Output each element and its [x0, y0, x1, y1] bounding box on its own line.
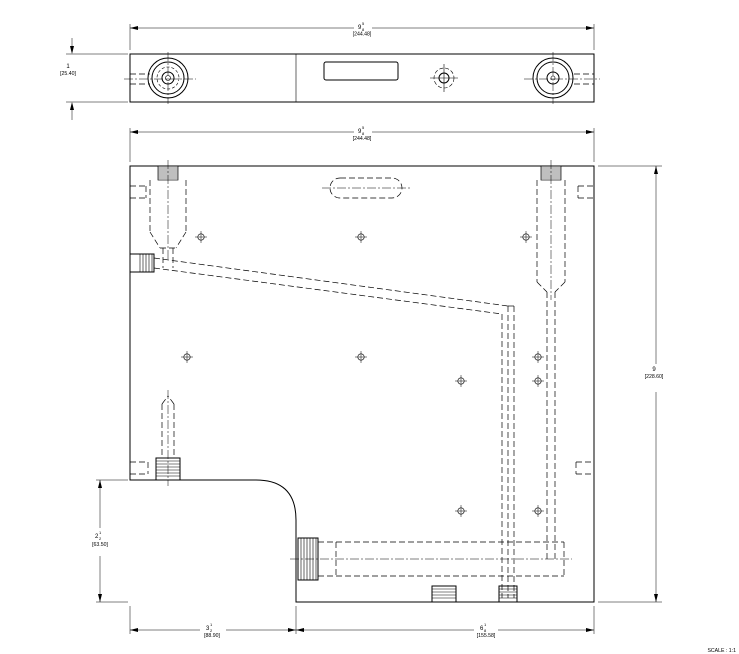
dim-front-width-metric: [244.48] — [353, 136, 372, 142]
dim-step-height-num: 1 — [99, 530, 102, 535]
top-right-counterbore — [532, 52, 574, 104]
hole-center-marks — [180, 230, 545, 518]
dimension-front-height: 9 [228.60] — [598, 165, 664, 603]
port-bottom-center — [431, 585, 457, 603]
dim-front-height-metric: [228.60] — [645, 374, 664, 380]
dim-top-height-metric: [25.40] — [60, 71, 76, 77]
top-view-outline — [129, 53, 595, 103]
top-view-slot — [323, 61, 399, 81]
front-view-outline — [129, 165, 595, 603]
dim-step-height-metric: [63.50] — [92, 542, 108, 548]
port-side-left-upper — [130, 185, 147, 199]
dim-front-height-value: 9 — [652, 367, 656, 373]
port-top-right — [536, 160, 566, 560]
dim-step-width-num: 1 — [210, 622, 213, 627]
port-left-side — [129, 253, 155, 273]
dim-step-width-whole: 3 — [206, 626, 210, 632]
scale-note: SCALE : 1:1 — [707, 648, 736, 654]
dim-remaining-width-metric: [155.58] — [477, 633, 496, 639]
port-step — [155, 390, 181, 486]
port-bottom-right — [498, 585, 518, 603]
dim-top-width-den: 8 — [362, 27, 365, 32]
top-left-port-hidden — [124, 73, 196, 85]
dim-top-width-metric: [244.48] — [353, 32, 372, 38]
bottom-passage — [290, 537, 572, 581]
dim-front-width-whole: 9 — [358, 129, 362, 135]
top-view — [124, 52, 600, 104]
dim-step-height-whole: 2 — [95, 534, 99, 540]
top-right-port-hidden — [524, 73, 600, 85]
dim-remaining-width-den: 8 — [484, 628, 487, 633]
dim-front-width-num: 5 — [362, 125, 365, 130]
dim-top-width-num: 5 — [362, 21, 365, 26]
dimension-top-height: 1 [25.40] — [60, 38, 128, 120]
dim-remaining-width-num: 1 — [484, 622, 487, 627]
dimension-front-width: 9 5 8 [244.48] — [129, 125, 595, 162]
dim-remaining-width-whole: 6 — [480, 626, 484, 632]
dim-front-width-den: 8 — [362, 131, 365, 136]
dim-top-height-value: 1 — [66, 64, 70, 70]
port-side-left-lower — [130, 461, 149, 475]
front-view — [129, 160, 595, 603]
dim-top-width-whole: 9 — [358, 25, 362, 31]
inclined-passage — [153, 257, 515, 598]
dim-step-width-den: 2 — [210, 628, 213, 633]
dim-step-height-den: 2 — [99, 536, 102, 541]
dim-step-width-metric: [88.90] — [204, 633, 220, 639]
top-center-hole — [430, 64, 458, 92]
dimension-top-width: 9 5 8 [244.48] — [129, 21, 595, 50]
port-side-right-upper — [577, 185, 594, 199]
top-left-counterbore — [147, 52, 189, 104]
dimension-step-width: 3 1 2 [88.90] — [129, 606, 297, 639]
port-side-right-lower — [575, 461, 594, 475]
port-top-left — [149, 160, 187, 268]
dimension-step-height: 2 1 2 [63.50] — [92, 479, 128, 603]
dimension-remaining-width: 6 1 8 [155.58] — [296, 606, 595, 639]
